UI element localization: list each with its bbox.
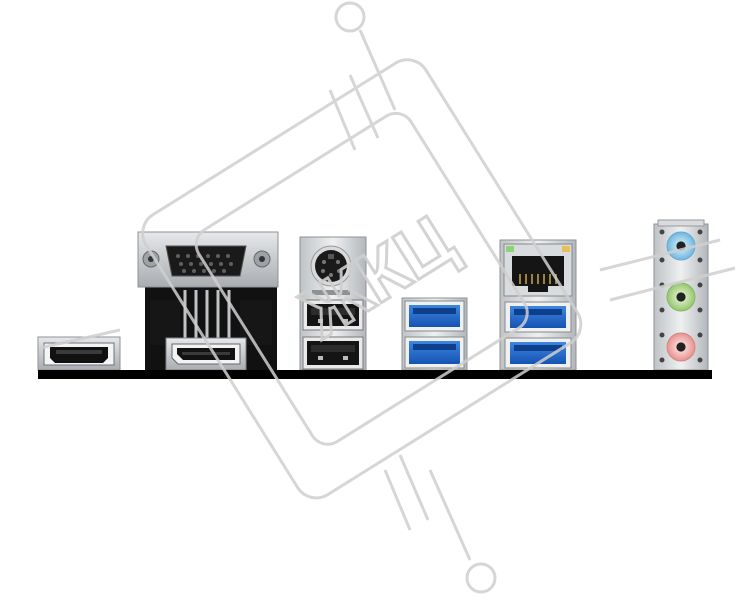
- usb3-stack-1: [401, 297, 468, 371]
- audio-jack-stack: [653, 219, 709, 371]
- usb3-port: [404, 300, 465, 332]
- vga-port: [142, 245, 271, 277]
- ps2-port: [310, 245, 352, 295]
- usb3-port: [404, 336, 465, 369]
- vga-displayport-stack: [137, 231, 279, 371]
- usb2-port: [302, 336, 364, 370]
- usb3-port: [504, 301, 572, 333]
- hdmi-port: [37, 336, 121, 371]
- usb2-port: [302, 299, 364, 331]
- lan-usb3-stack: [499, 239, 577, 371]
- audio-mic-jack: [666, 332, 696, 362]
- watermark: [39, 1, 736, 594]
- ps2-usb2-stack: [299, 236, 367, 371]
- audio-line-out-jack: [666, 282, 696, 312]
- io-shield-baseline: [38, 370, 712, 379]
